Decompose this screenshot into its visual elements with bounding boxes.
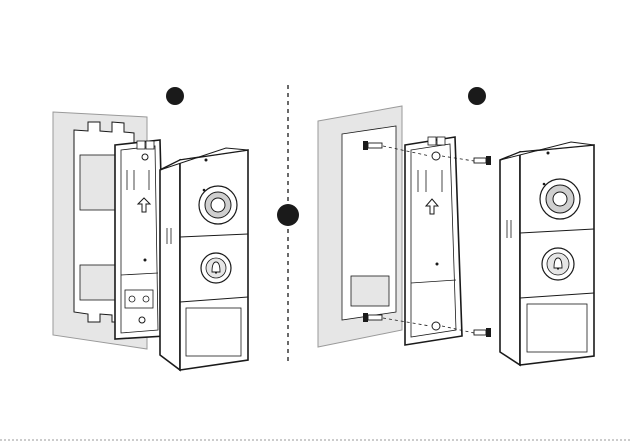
mounting-bracket-right bbox=[405, 137, 462, 345]
step-marker-right bbox=[468, 87, 486, 105]
doorbell-right bbox=[500, 142, 594, 365]
bell-icon bbox=[212, 262, 220, 273]
mounting-bracket-left bbox=[115, 140, 165, 339]
center-marker bbox=[277, 204, 299, 226]
right-panel bbox=[318, 87, 594, 365]
bell-icon bbox=[554, 258, 562, 269]
step-marker-left bbox=[166, 87, 184, 105]
doorbell-left bbox=[160, 148, 248, 370]
left-panel bbox=[53, 87, 248, 370]
wall-panel-small bbox=[351, 276, 389, 306]
